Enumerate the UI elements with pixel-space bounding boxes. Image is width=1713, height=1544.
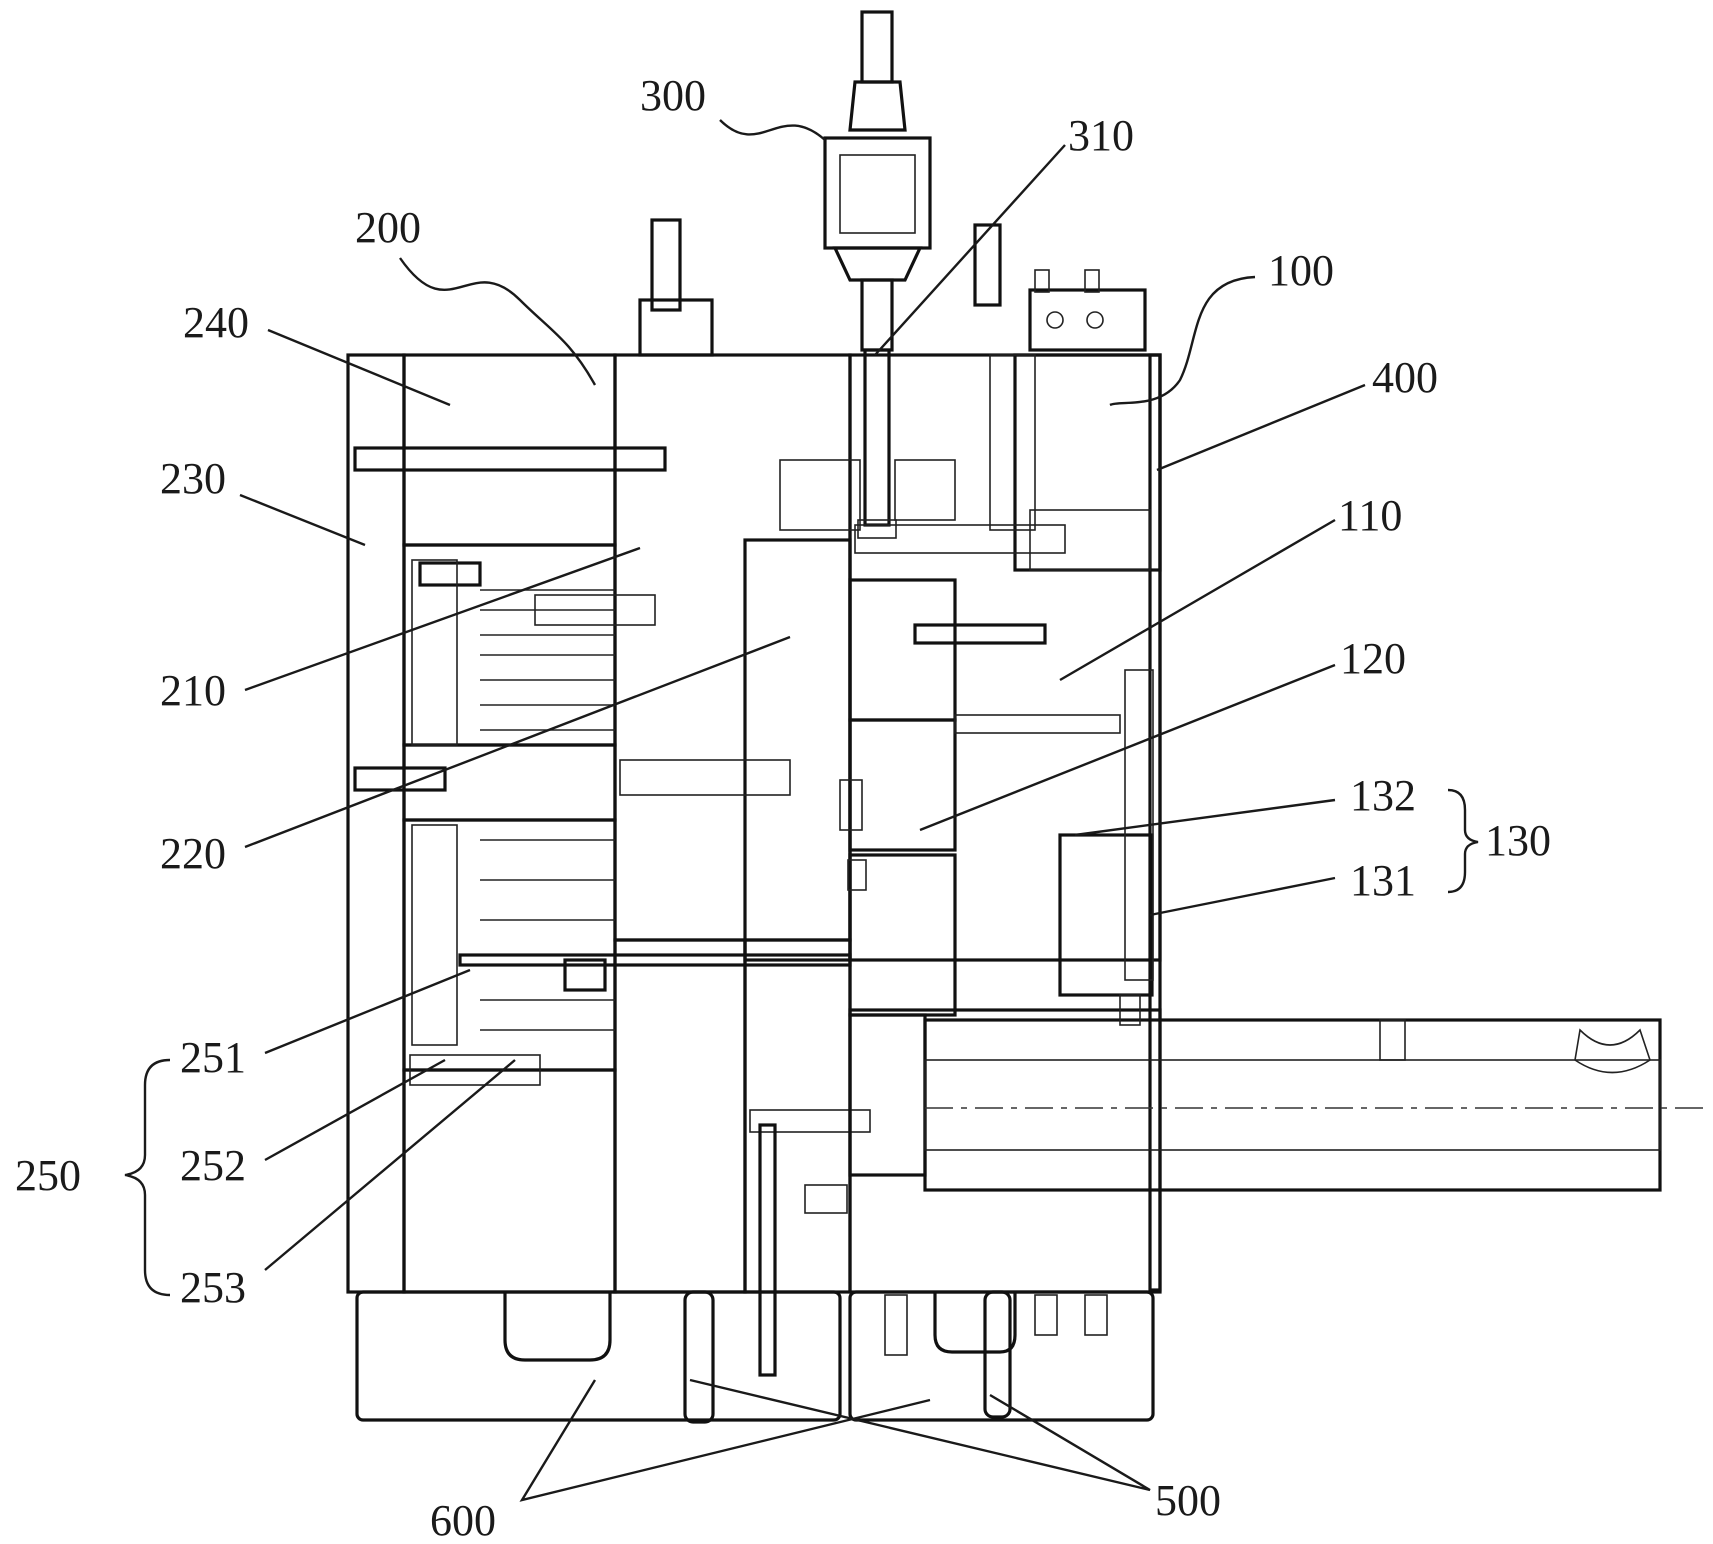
mold-body [348,355,1160,1292]
plate-200-lower-void [615,940,745,1292]
label-250: 250 [15,1151,81,1200]
coolant-pipe-left [685,1292,713,1422]
bottom-plates [357,1292,1153,1422]
label-251: 251 [180,1033,246,1082]
brace-250 [125,1060,170,1295]
label-230: 230 [160,454,226,503]
lower-cavity [404,820,615,1070]
brace-130 [1448,790,1478,892]
plate-600-left [357,1292,840,1420]
label-310: 310 [1068,111,1134,160]
plate-right-lower [850,1010,1160,1292]
top-fittings [640,220,1145,530]
label-300: 300 [640,71,706,120]
hot-runner-block [780,460,860,530]
label-110: 110 [1338,491,1402,540]
cylinder-130 [1060,835,1152,995]
plate-230 [348,355,404,1292]
upper-cavity [404,545,615,745]
label-253: 253 [180,1263,246,1312]
label-132: 132 [1350,771,1416,820]
label-100: 100 [1268,246,1334,295]
plate-240-top [404,355,615,545]
slide-block-upper [850,580,955,720]
label-200: 200 [355,203,421,252]
ejector-pins [410,560,615,1085]
label-252: 252 [180,1141,246,1190]
label-240: 240 [183,298,249,347]
mid-block-220 [404,745,615,820]
injection-barrel [850,995,1710,1190]
plate-200-upper [615,355,850,940]
label-130: 130 [1485,816,1551,865]
slide-block-120 [850,720,955,850]
label-500: 500 [1155,1476,1221,1525]
label-120: 120 [1340,634,1406,683]
label-600: 600 [430,1496,496,1544]
plate-right-upper [850,355,1160,960]
label-400: 400 [1372,353,1438,402]
label-220: 220 [160,829,226,878]
manifold-block [1030,510,1150,570]
label-131: 131 [1350,856,1416,905]
chamber-100 [1015,355,1160,570]
insert-core [745,540,850,960]
nozzle-300 [825,12,930,538]
label-210: 210 [160,666,226,715]
bolts [355,448,1120,1375]
hot-runner-block-2 [895,460,955,520]
bottom-block [404,1070,615,1292]
